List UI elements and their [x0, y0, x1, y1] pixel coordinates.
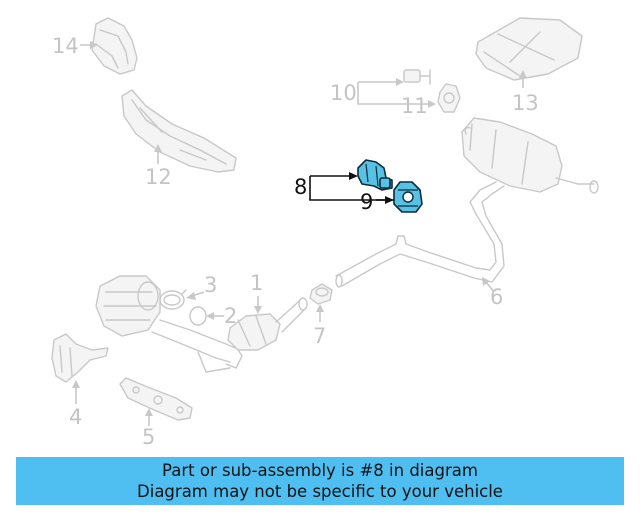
banner-line-part: Part or sub-assembly is #8 in diagram: [162, 461, 478, 480]
callout-10[interactable]: 10: [330, 81, 357, 105]
arrowhead-11: [428, 100, 436, 108]
part-10-hanger[interactable]: [403, 69, 431, 85]
arrowhead-6: [482, 277, 490, 286]
arrowhead-10: [396, 78, 404, 86]
part-1-front-pipe[interactable]: [227, 297, 308, 351]
callout-13[interactable]: 13: [512, 91, 539, 115]
callout-3[interactable]: 3: [204, 273, 217, 297]
exhaust-parts-diagram: 14 12 13 10 11: [51, 17, 599, 449]
part-5-manifold-gasket[interactable]: [119, 377, 193, 421]
callout-5[interactable]: 5: [142, 425, 155, 449]
part-8-hanger-bracket[interactable]: [357, 159, 393, 191]
callout-6[interactable]: 6: [490, 285, 503, 309]
diagram-notice-banner: Part or sub-assembly is #8 in diagram Di…: [16, 457, 624, 505]
arrowhead-5: [145, 408, 153, 416]
arrowhead-1: [254, 306, 262, 314]
arrowhead-3: [186, 292, 196, 300]
leader-6: [485, 281, 495, 293]
part-6-exhaust-pipe[interactable]: [335, 181, 505, 288]
callout-7[interactable]: 7: [313, 324, 326, 348]
callout-9[interactable]: 9: [360, 190, 373, 214]
arrowhead-13: [519, 70, 527, 78]
part-3-clamp-ring[interactable]: [159, 289, 187, 310]
arrowhead-8: [349, 172, 358, 180]
part-12-heat-shield[interactable]: [121, 89, 237, 173]
part-7-clamp[interactable]: [309, 283, 333, 305]
callout-4[interactable]: 4: [69, 405, 82, 429]
arrowhead-9: [385, 196, 394, 204]
callout-2[interactable]: 2: [224, 304, 237, 328]
part-4-bracket[interactable]: [51, 333, 109, 383]
arrowhead-14: [90, 41, 98, 49]
rear-muffler: [461, 117, 599, 194]
part-2-gasket[interactable]: [189, 306, 207, 326]
callout-14[interactable]: 14: [52, 34, 79, 58]
part-13-heat-shield[interactable]: [475, 17, 583, 81]
leader-8: [309, 175, 394, 201]
part-9-rubber-insulator[interactable]: [393, 181, 423, 213]
arrowhead-4: [72, 380, 80, 388]
catalytic-converter-manifold: [95, 275, 243, 373]
callout-12[interactable]: 12: [145, 165, 172, 189]
banner-line-disclaimer: Diagram may not be specific to your vehi…: [137, 482, 503, 501]
part-14-heat-shield[interactable]: [91, 17, 138, 75]
arrowhead-12: [154, 144, 162, 152]
arrowhead-7: [316, 304, 324, 312]
arrowhead-2: [206, 312, 214, 320]
callout-11[interactable]: 11: [401, 94, 428, 118]
part-11-rubber-mount[interactable]: [437, 83, 461, 113]
callout-1[interactable]: 1: [250, 271, 263, 295]
callout-8[interactable]: 8: [294, 175, 307, 199]
leader-10: [357, 81, 430, 105]
